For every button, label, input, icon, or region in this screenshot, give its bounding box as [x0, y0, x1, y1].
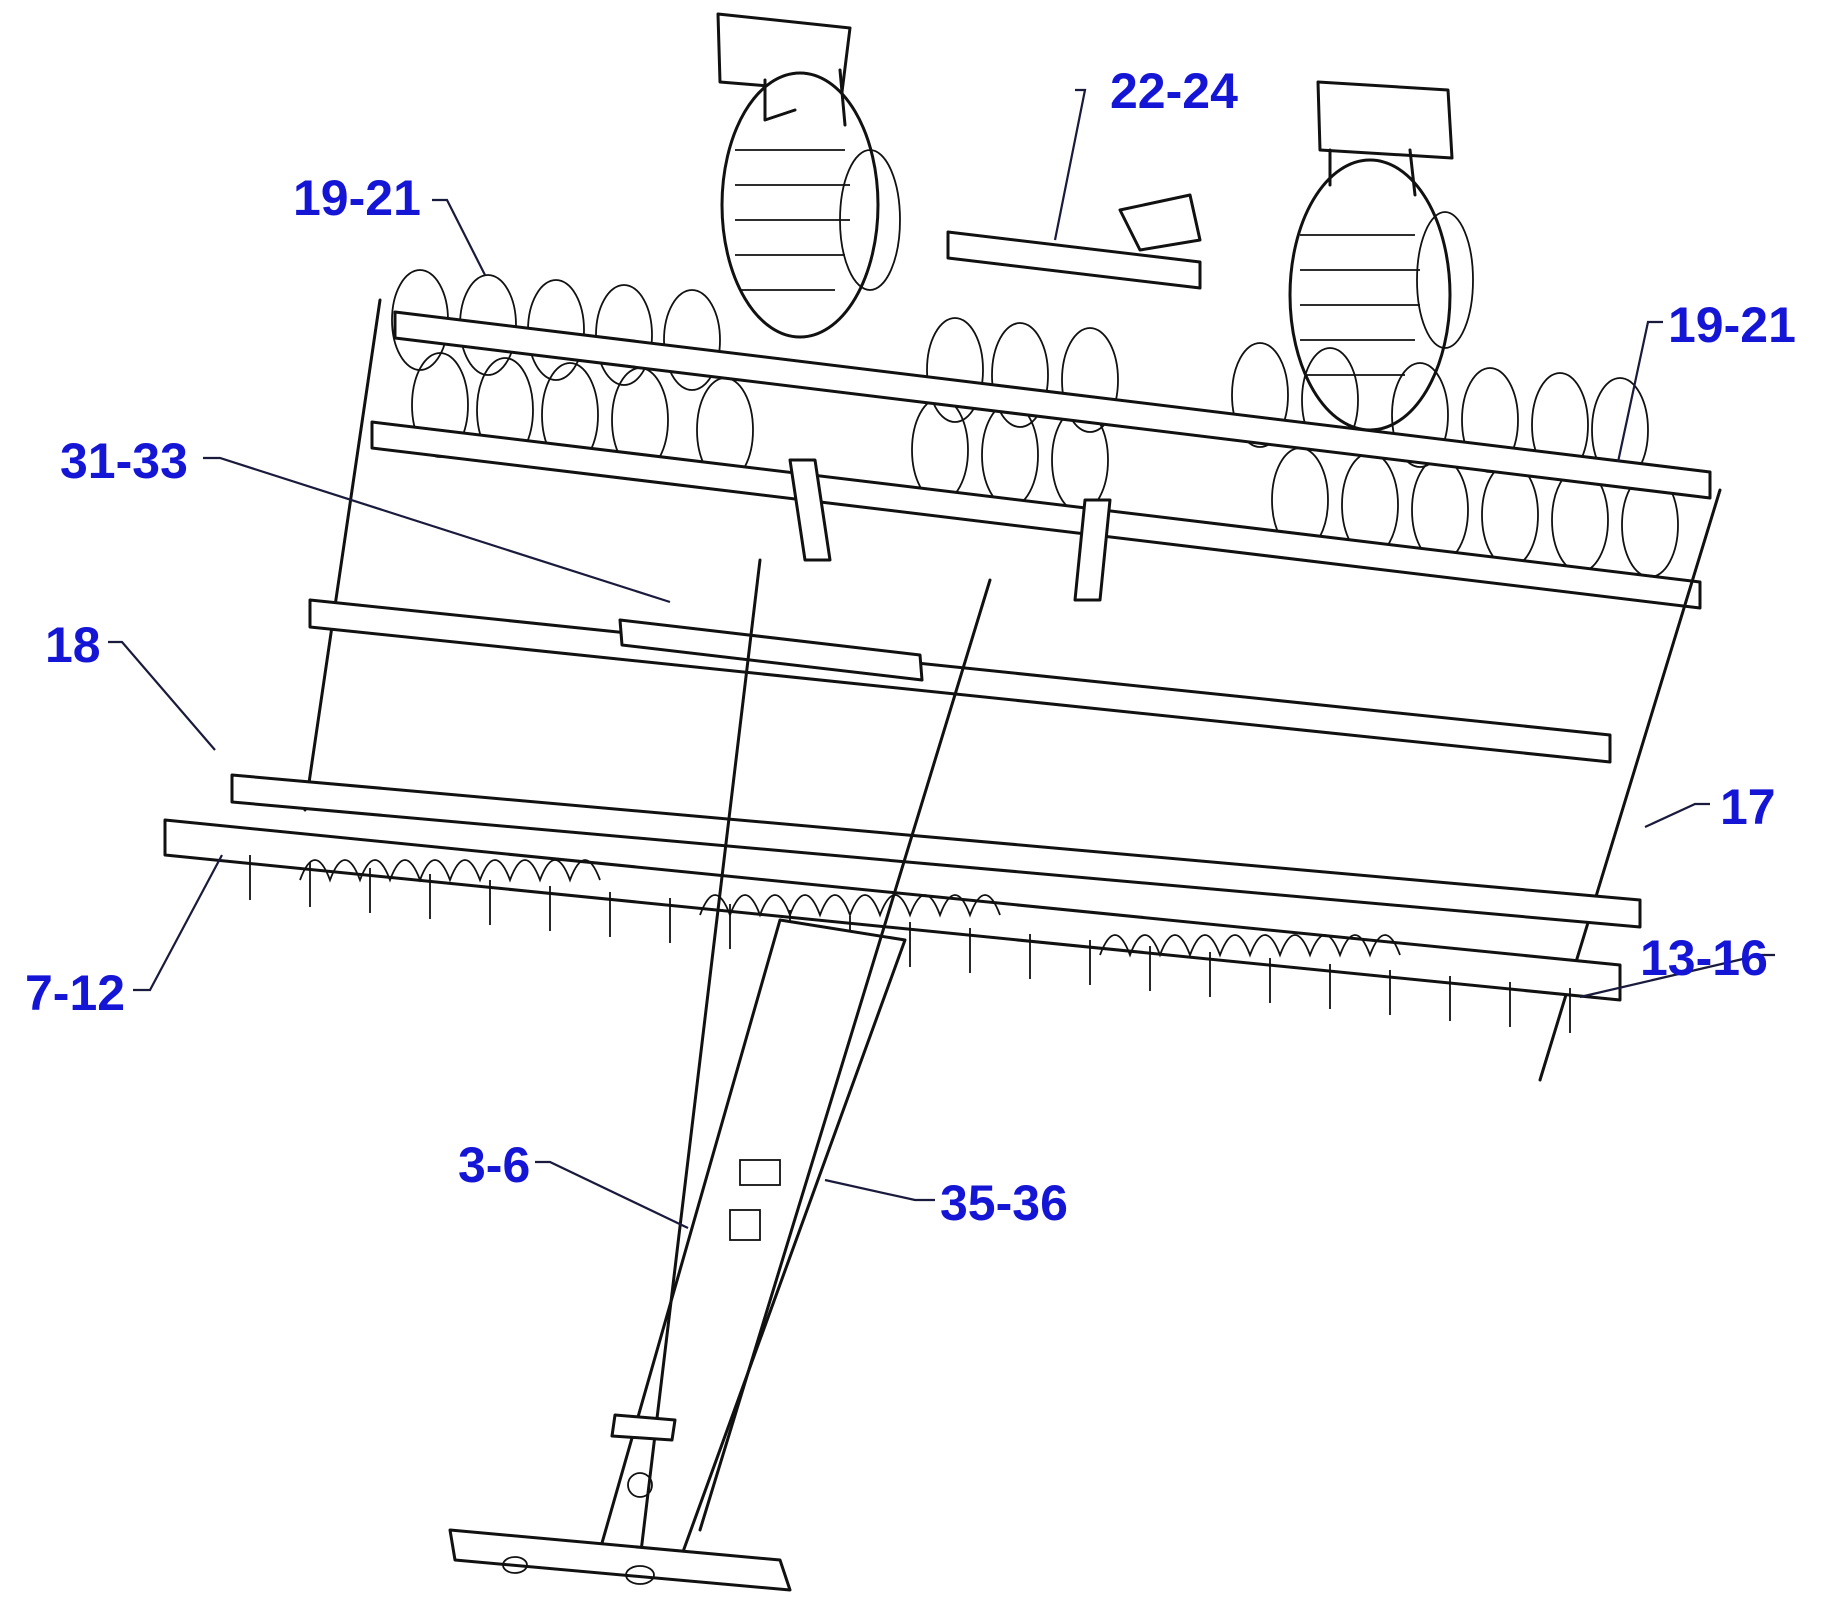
callout-labels: 22-24 19-21 19-21 31-33 18 17 13-16 7-12… — [25, 63, 1796, 1231]
left-wheel — [716, 12, 901, 339]
front-disc-gang — [299, 859, 1401, 958]
hitch-clevis — [448, 1413, 792, 1592]
hitch-tongue — [598, 558, 992, 1562]
callout-17: 17 — [1720, 779, 1776, 835]
callout-7-12: 7-12 — [25, 965, 125, 1021]
callout-19-21-right: 19-21 — [1668, 297, 1796, 353]
callout-18: 18 — [45, 617, 101, 673]
callout-13-16: 13-16 — [1640, 930, 1768, 986]
rear-gang-bars — [370, 310, 1712, 610]
callout-35-36: 35-36 — [940, 1175, 1068, 1231]
rear-axle — [946, 193, 1202, 290]
callout-22-24: 22-24 — [1110, 63, 1238, 119]
callout-31-33: 31-33 — [60, 433, 188, 489]
callout-3-6: 3-6 — [458, 1137, 530, 1193]
callout-19-21-left: 19-21 — [293, 170, 421, 226]
leader-lines — [108, 88, 1775, 1229]
right-wheel — [1288, 80, 1474, 432]
hydraulic-cylinders — [618, 458, 1112, 682]
